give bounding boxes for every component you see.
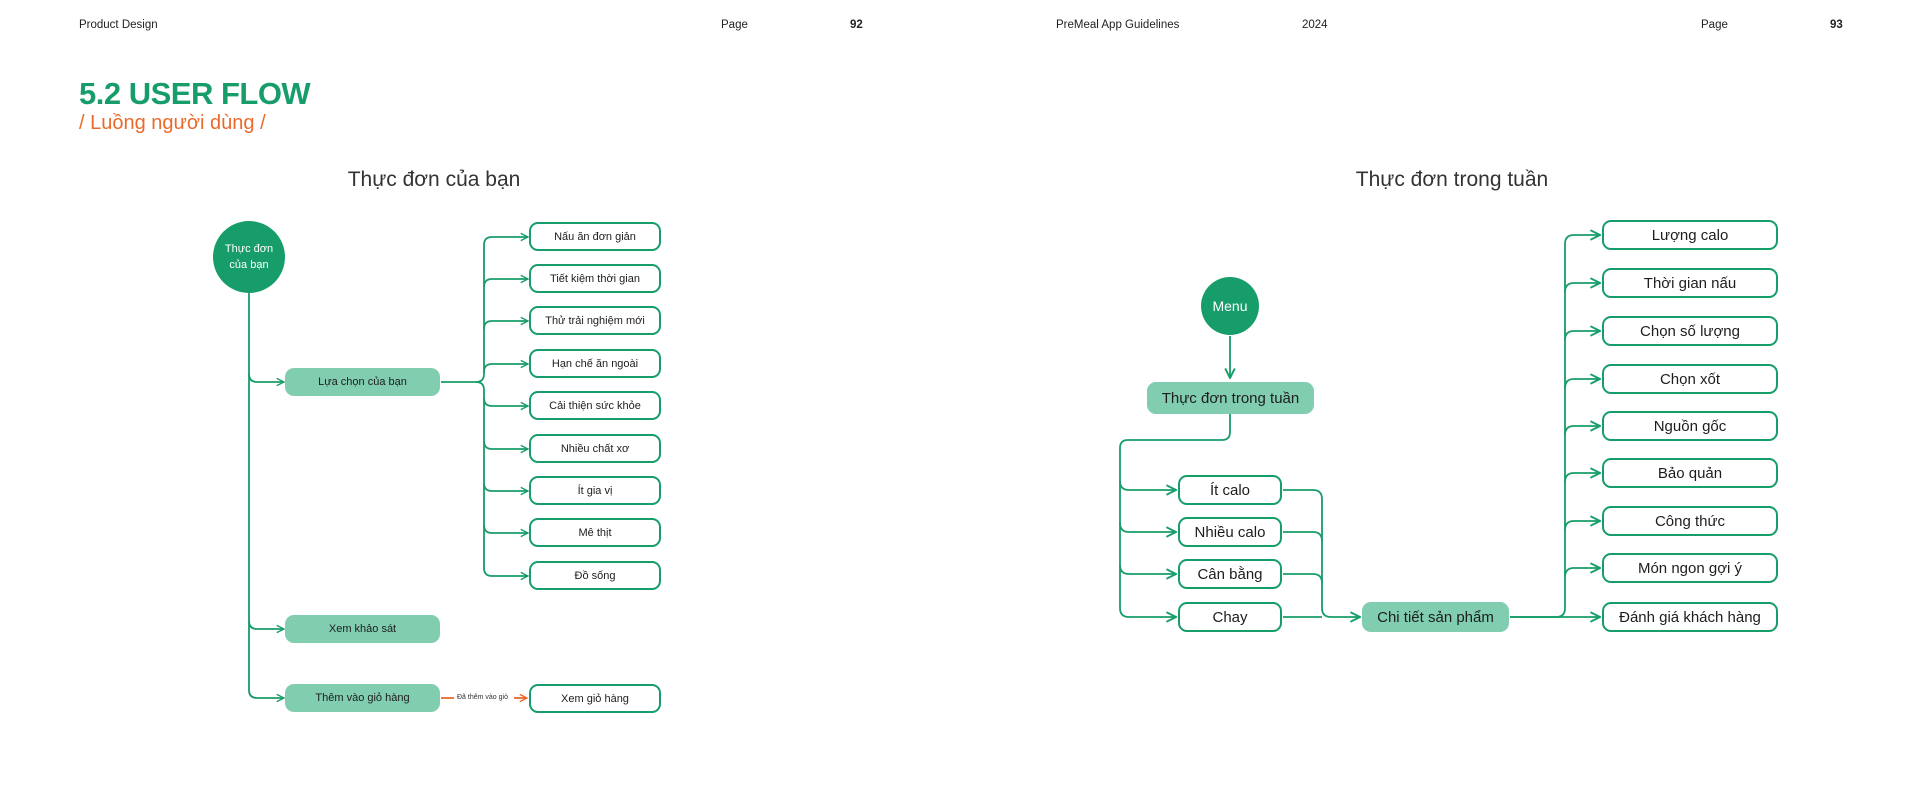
left-root-label-line2: của bạn xyxy=(229,259,269,271)
option-node: Cải thiện sức khỏe xyxy=(529,391,661,420)
add-to-cart-node: Thêm vào giỏ hàng xyxy=(285,684,440,712)
menu-type-node: Nhiều calo xyxy=(1178,517,1282,547)
menu-type-node: Chay xyxy=(1178,602,1282,632)
attribute-node: Thời gian nấu xyxy=(1602,268,1778,298)
left-document-name: Product Design xyxy=(79,19,158,31)
menu-type-node: Cân bằng xyxy=(1178,559,1282,589)
section-title: 5.2 USER FLOW xyxy=(79,76,311,111)
attribute-node: Bảo quản xyxy=(1602,458,1778,488)
left-page-label: Page xyxy=(721,19,748,31)
option-node: Nhiều chất xơ xyxy=(529,434,661,463)
attribute-node: Chọn xốt xyxy=(1602,364,1778,394)
menu-root-label: Menu xyxy=(1212,298,1248,314)
attribute-node: Đánh giá khách hàng xyxy=(1602,602,1778,632)
choice-node: Lựa chọn của bạn xyxy=(285,368,440,396)
product-detail-node: Chi tiết sản phẩm xyxy=(1362,602,1509,632)
right-document-name: PreMeal App Guidelines xyxy=(1056,19,1180,31)
cart-arrow-label: Đã thêm vào giỏ xyxy=(457,694,508,701)
option-node: Mê thịt xyxy=(529,518,661,547)
option-node: Thử trải nghiệm mới xyxy=(529,306,661,335)
left-root-label-line1: Thực đơn xyxy=(224,243,274,255)
right-diagram-title: Thực đơn trong tuần xyxy=(1355,168,1549,191)
right-page-label: Page xyxy=(1701,19,1728,31)
survey-node: Xem khảo sát xyxy=(285,615,440,643)
section-subtitle: / Luồng người dùng / xyxy=(79,112,266,134)
left-root-node: Thực đơn của bạn xyxy=(213,221,285,293)
option-node: Đồ sống xyxy=(529,561,661,590)
menu-type-node: Ít calo xyxy=(1178,475,1282,505)
left-diagram-title: Thực đơn của bạn xyxy=(347,168,521,191)
attribute-node: Chọn số lượng xyxy=(1602,316,1778,346)
view-cart-node: Xem giỏ hàng xyxy=(529,684,661,713)
menu-root-node: Menu xyxy=(1201,277,1259,335)
right-year: 2024 xyxy=(1302,19,1328,31)
option-node: Ít gia vị xyxy=(529,476,661,505)
option-node: Hạn chế ăn ngoài xyxy=(529,349,661,378)
right-page-number: 93 xyxy=(1830,19,1843,31)
attribute-node: Lượng calo xyxy=(1602,220,1778,250)
week-menu-node: Thực đơn trong tuần xyxy=(1147,382,1314,414)
left-page-number: 92 xyxy=(850,19,863,31)
option-node: Nấu ăn đơn giản xyxy=(529,222,661,251)
attribute-node: Nguồn gốc xyxy=(1602,411,1778,441)
attribute-node: Công thức xyxy=(1602,506,1778,536)
attribute-node: Món ngon gợi ý xyxy=(1602,553,1778,583)
option-node: Tiết kiệm thời gian xyxy=(529,264,661,293)
